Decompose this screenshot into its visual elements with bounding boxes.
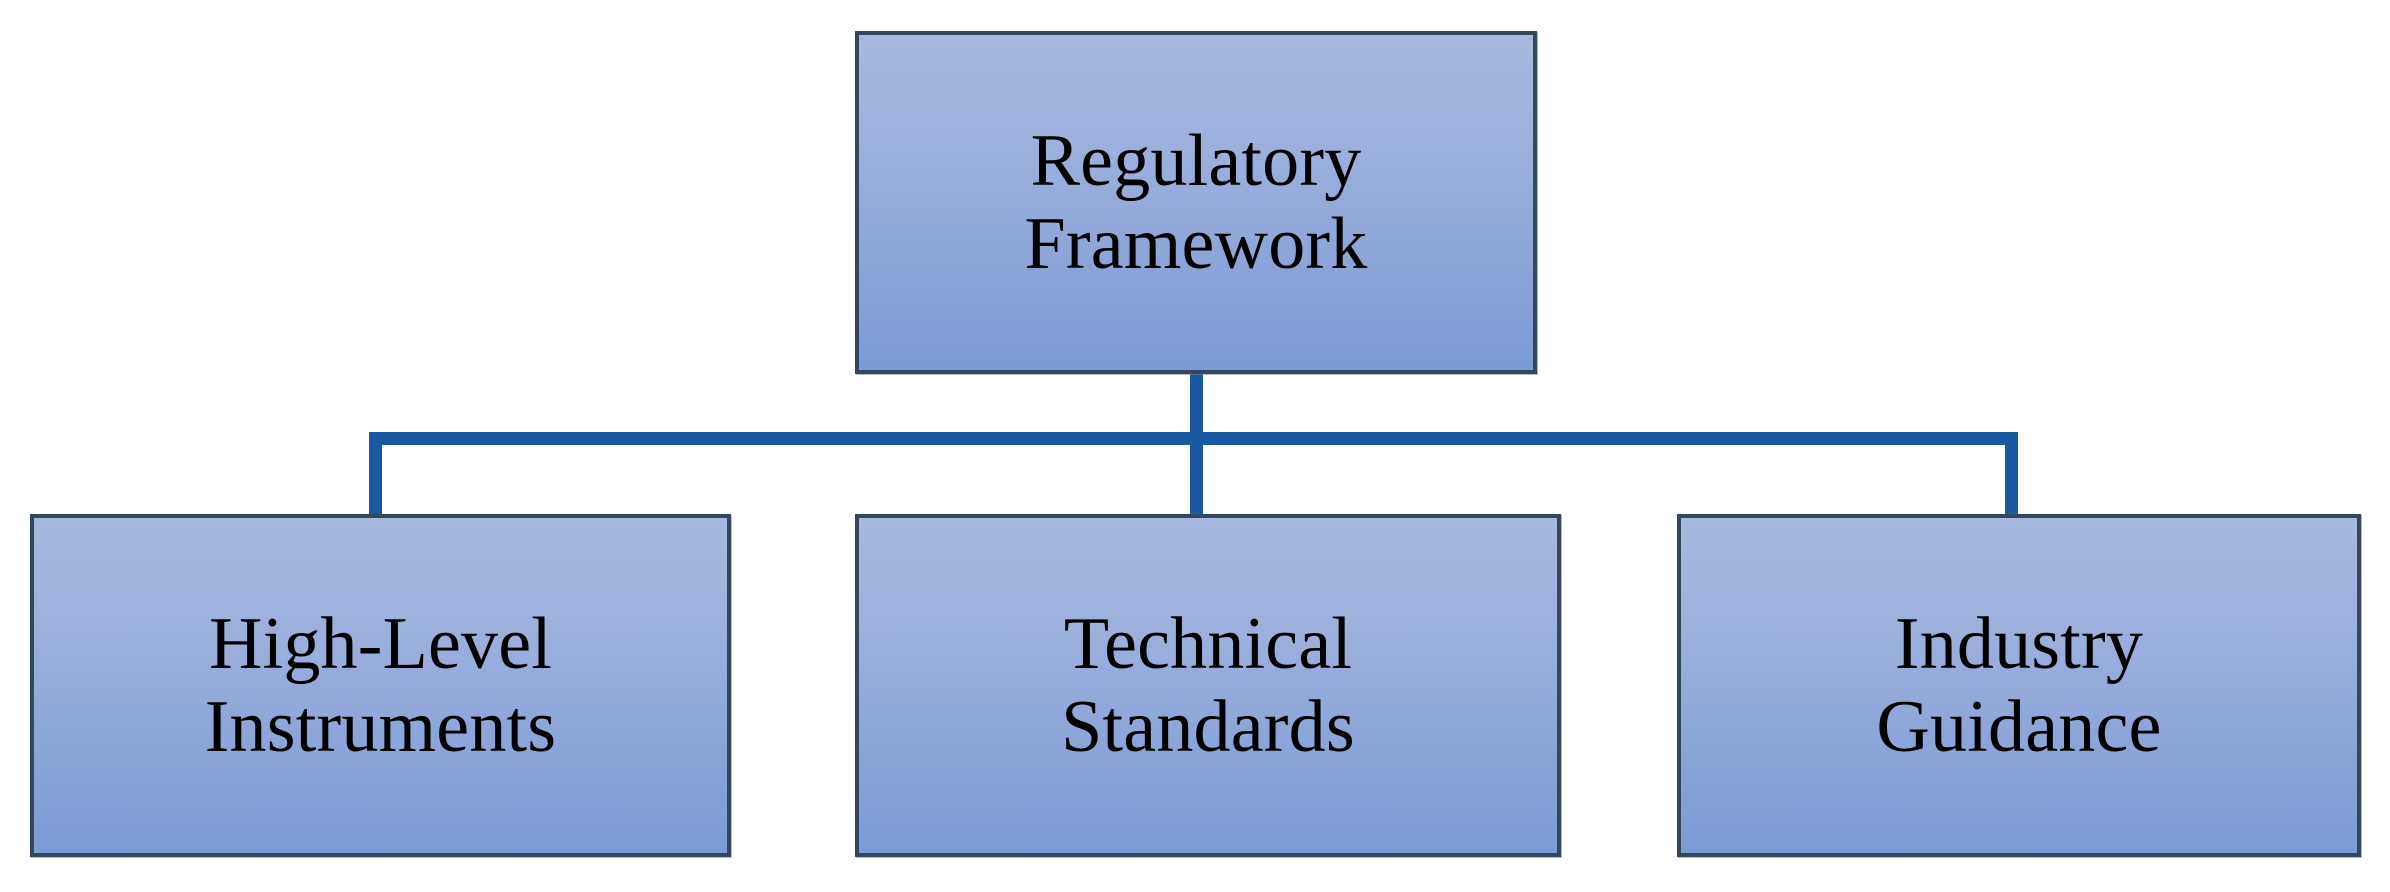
node-label-industry-guidance: Industry Guidance [1876, 602, 2162, 768]
node-regulatory-framework[interactable]: Regulatory Framework [855, 31, 1537, 374]
node-label-regulatory-framework: Regulatory Framework [1024, 119, 1368, 285]
node-high-level-instruments[interactable]: High-Level Instruments [30, 514, 731, 857]
connector-horizontal-rail [369, 432, 2018, 445]
node-label-technical-standards: Technical Standards [1061, 602, 1355, 768]
connector-drop-middle [1190, 432, 1203, 518]
connector-root-stub [1190, 371, 1203, 443]
connector-drop-left [369, 432, 382, 518]
connector-drop-right [2005, 432, 2018, 518]
node-technical-standards[interactable]: Technical Standards [855, 514, 1561, 857]
node-industry-guidance[interactable]: Industry Guidance [1677, 514, 2361, 857]
node-label-high-level-instruments: High-Level Instruments [204, 602, 557, 768]
